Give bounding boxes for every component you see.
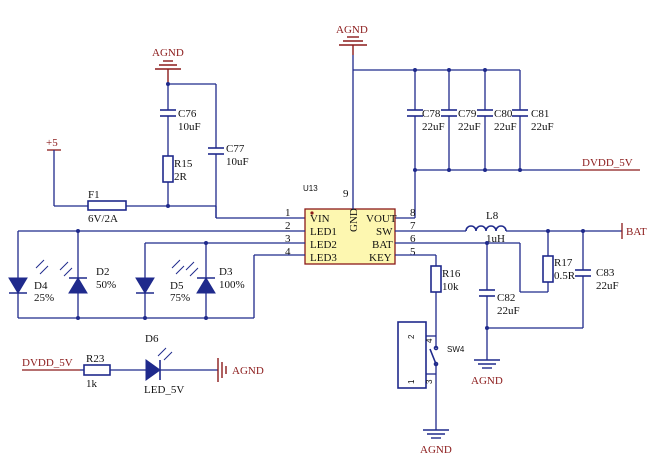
agnd-label-left: AGND <box>152 47 184 59</box>
ic-pin7-num: 7 <box>410 220 416 232</box>
agnd-symbol-top: AGND <box>336 24 368 55</box>
r17-value: 0.5R <box>554 270 576 282</box>
d4-ref: D4 <box>34 280 48 292</box>
output-capacitors <box>407 70 528 170</box>
ic-pin8-num: 8 <box>410 207 416 219</box>
l8-ref: L8 <box>486 210 499 222</box>
resistor-r23 <box>83 364 111 376</box>
sw4-pin3: 3 <box>425 379 434 384</box>
d6-ref: D6 <box>145 333 159 345</box>
agnd-symbol-d6: AGND <box>217 358 264 382</box>
c77-ref: C77 <box>226 143 245 155</box>
ic-pin4-name: LED3 <box>310 252 337 264</box>
c78-ref: C78 <box>422 108 441 120</box>
f1-ref: F1 <box>88 189 100 201</box>
agnd-symbol-left: AGND <box>152 47 184 84</box>
inductor-l8 <box>465 225 507 232</box>
d6-value: LED_5V <box>144 384 184 396</box>
sw4-ref: SW4 <box>447 345 465 354</box>
ic-pin6-num: 6 <box>410 233 416 245</box>
c82-ref: C82 <box>497 292 515 304</box>
r16-ref: R16 <box>442 268 461 280</box>
ic-pin4-num: 4 <box>285 246 291 258</box>
agnd-label-c82: AGND <box>471 375 503 387</box>
ic-pin1-name: VIN <box>310 213 330 225</box>
ic-u13: U13 VIN LED1 LED2 LED3 VOUT SW BAT KEY G… <box>285 184 416 265</box>
ic-pin2-num: 2 <box>285 220 291 232</box>
vplus-symbol: +5 <box>46 137 61 151</box>
dvdd-label-left: DVDD_5V <box>22 357 73 369</box>
ic-pin8-name: VOUT <box>366 213 397 225</box>
c79-ref: C79 <box>458 108 477 120</box>
ic-pin5-name: KEY <box>369 252 392 264</box>
c76-ref: C76 <box>178 108 197 120</box>
agnd-label-sw4: AGND <box>420 444 452 456</box>
resistor-r17 <box>542 255 554 283</box>
sw4-pin2: 2 <box>407 334 416 339</box>
d5-value: 75% <box>170 292 190 304</box>
d4-value: 25% <box>34 292 54 304</box>
ic-pin7-name: SW <box>376 226 393 238</box>
c81-ref: C81 <box>531 108 549 120</box>
c77-value: 10uF <box>226 156 249 168</box>
fuse-f1 <box>87 200 127 211</box>
f1-value: 6V/2A <box>88 213 118 225</box>
ic-pin5-num: 5 <box>410 246 416 258</box>
agnd-symbol-c82: AGND <box>471 359 503 387</box>
d2-ref: D2 <box>96 266 109 278</box>
c78-value: 22uF <box>422 121 445 133</box>
r16-value: 10k <box>442 281 459 293</box>
l8-value: 1uH <box>486 233 505 245</box>
c83-value: 22uF <box>596 280 619 292</box>
c80-ref: C80 <box>494 108 513 120</box>
ic-pin6-name: BAT <box>372 239 393 251</box>
ic-pin1-num: 1 <box>285 207 291 219</box>
ic-pin2-name: LED1 <box>310 226 337 238</box>
sw4-pin4: 4 <box>425 338 434 343</box>
r15-ref: R15 <box>174 158 193 170</box>
r15-value: 2R <box>174 171 188 183</box>
agnd-label-d6: AGND <box>232 365 264 377</box>
d3-ref: D3 <box>219 266 233 278</box>
bat-label: BAT <box>626 226 647 238</box>
ic-gnd-name: GND <box>348 208 360 232</box>
r23-value: 1k <box>86 378 98 390</box>
dvdd-label-right: DVDD_5V <box>582 157 633 169</box>
led-d3 <box>185 261 216 318</box>
agnd-label-top: AGND <box>336 24 368 36</box>
led-d5 <box>135 259 185 318</box>
ic-pin9-num: 9 <box>343 188 349 200</box>
c79-value: 22uF <box>458 121 481 133</box>
c82-value: 22uF <box>497 305 520 317</box>
d5-ref: D5 <box>170 280 184 292</box>
switch-sw4 <box>397 321 439 406</box>
d2-value: 50% <box>96 279 116 291</box>
ic-ref: U13 <box>303 184 318 193</box>
c81-value: 22uF <box>531 121 554 133</box>
led-d2 <box>59 261 88 318</box>
c83-ref: C83 <box>596 267 615 279</box>
d3-value: 100% <box>219 279 245 291</box>
c76-value: 10uF <box>178 121 201 133</box>
ic-pin3-name: LED2 <box>310 239 337 251</box>
led-d6 <box>145 347 173 381</box>
c80-value: 22uF <box>494 121 517 133</box>
ic-pin3-num: 3 <box>285 233 291 245</box>
resistor-r16 <box>430 265 442 293</box>
vplus-label: +5 <box>46 137 58 149</box>
r17-ref: R17 <box>554 257 573 269</box>
led-d4 <box>8 259 49 318</box>
sw4-pin1: 1 <box>407 379 416 384</box>
agnd-symbol-sw4: AGND <box>420 406 452 456</box>
r23-ref: R23 <box>86 353 105 365</box>
